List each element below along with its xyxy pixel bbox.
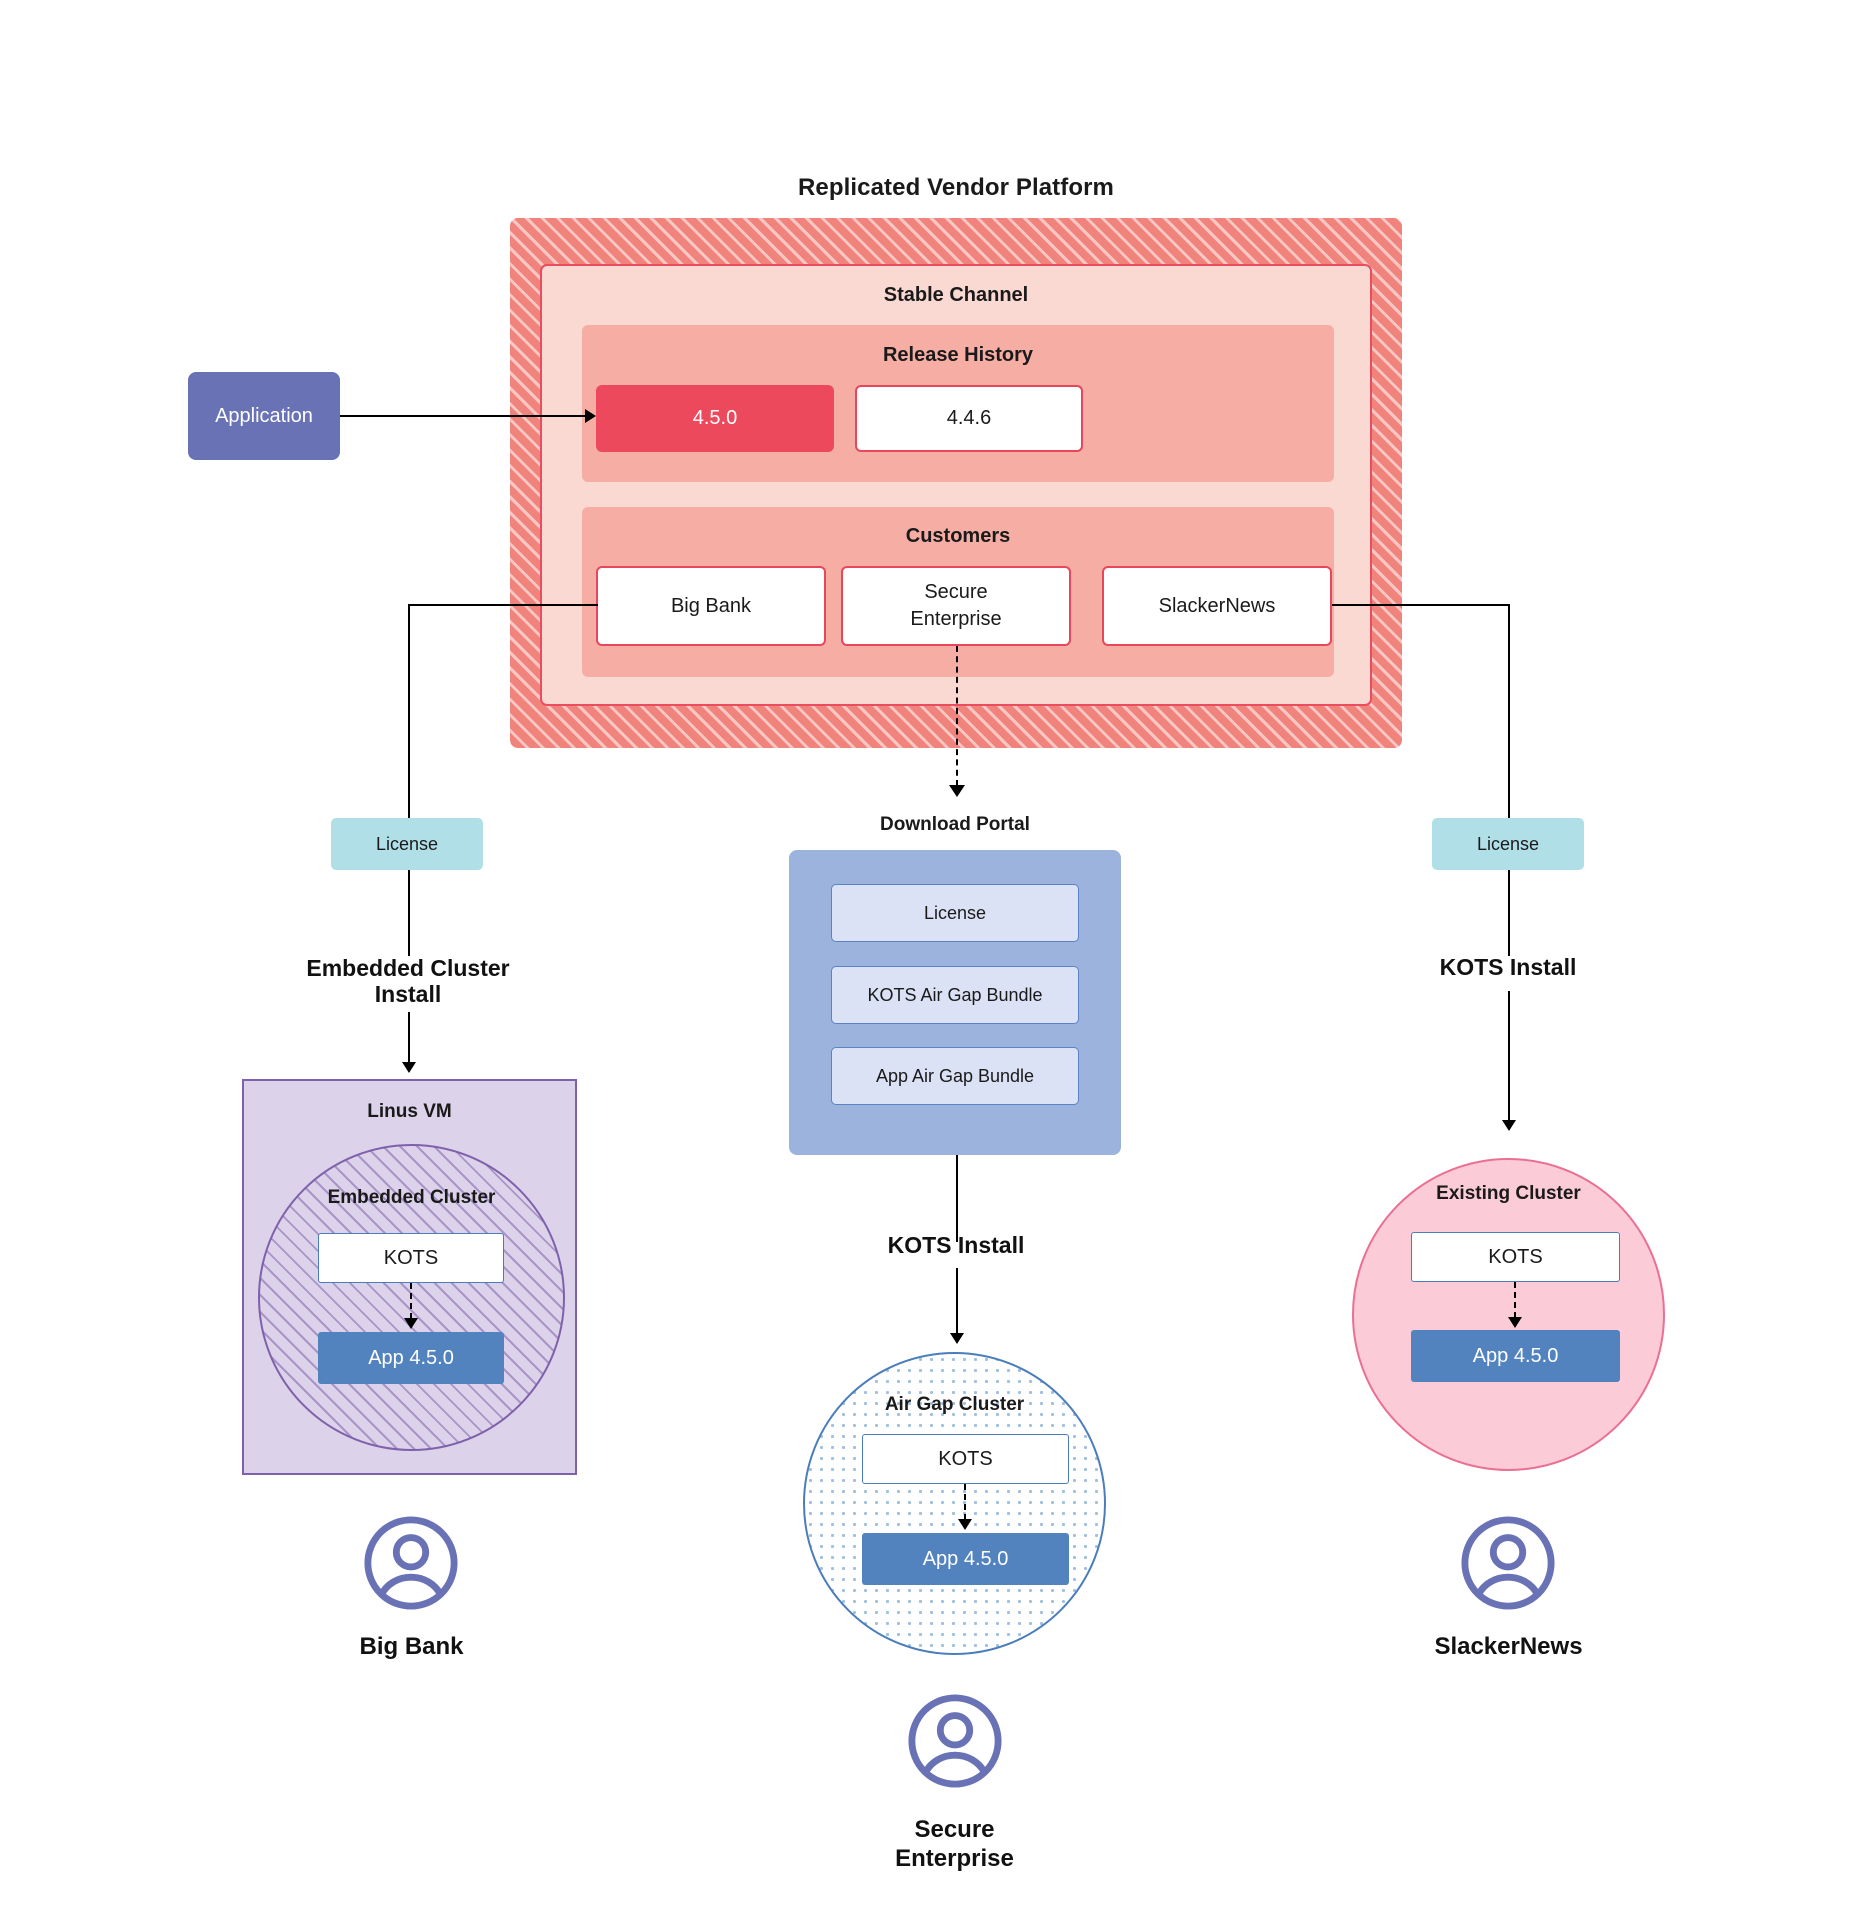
connector-kots-to-app-left bbox=[410, 1283, 412, 1319]
edge-label-kots-install-right: KOTS Install bbox=[1439, 953, 1577, 980]
kots-box-left[interactable]: KOTS bbox=[318, 1233, 504, 1283]
kots-box-right[interactable]: KOTS bbox=[1411, 1232, 1620, 1282]
connector-to-existing-cluster bbox=[1508, 991, 1510, 1122]
existing-cluster-circle bbox=[1352, 1158, 1665, 1471]
connector-portal-down bbox=[956, 1155, 958, 1242]
edge-label-line1: Embedded Cluster bbox=[306, 954, 510, 981]
app-box-center[interactable]: App 4.5.0 bbox=[862, 1533, 1069, 1585]
edge-label-kots-install-center: KOTS Install bbox=[887, 1231, 1025, 1258]
release-version-previous[interactable]: 4.4.6 bbox=[855, 385, 1083, 452]
kots-box-center[interactable]: KOTS bbox=[862, 1434, 1069, 1484]
customer-slackernews[interactable]: SlackerNews bbox=[1102, 566, 1332, 646]
connector-license-left-down bbox=[408, 870, 410, 956]
license-chip-left[interactable]: License bbox=[331, 818, 483, 870]
stable-channel-label: Stable Channel bbox=[883, 283, 1029, 306]
license-chip-right[interactable]: License bbox=[1432, 818, 1584, 870]
embedded-cluster-label: Embedded Cluster bbox=[327, 1187, 496, 1208]
arrow-down-icon bbox=[1508, 1317, 1522, 1328]
application-box[interactable]: Application bbox=[188, 372, 340, 460]
persona-line1: Secure bbox=[914, 1816, 995, 1844]
download-item-kots-air-gap-bundle[interactable]: KOTS Air Gap Bundle bbox=[831, 966, 1079, 1024]
customers-label: Customers bbox=[905, 524, 1011, 547]
app-box-left[interactable]: App 4.5.0 bbox=[318, 1332, 504, 1384]
page-title: Replicated Vendor Platform bbox=[797, 174, 1114, 201]
edge-label-line2: Install bbox=[374, 981, 442, 1007]
download-item-license[interactable]: License bbox=[831, 884, 1079, 942]
connector-bigbank-horizontal bbox=[408, 604, 598, 606]
embedded-cluster-circle bbox=[258, 1144, 565, 1451]
persona-line2: Enterprise bbox=[895, 1845, 1014, 1872]
arrow-down-icon bbox=[404, 1318, 418, 1329]
download-item-app-air-gap-bundle[interactable]: App Air Gap Bundle bbox=[831, 1047, 1079, 1105]
person-icon bbox=[1459, 1514, 1557, 1612]
chevron-down-icon bbox=[949, 785, 965, 797]
persona-label-slackernews: SlackerNews bbox=[1434, 1632, 1583, 1660]
customer-secure-line1: Secure bbox=[924, 581, 988, 603]
connector-application-to-release bbox=[340, 415, 585, 417]
customer-secure-line2: Enterprise bbox=[910, 608, 1002, 630]
arrow-right-icon bbox=[585, 409, 596, 423]
connector-bigbank-vertical bbox=[408, 604, 410, 818]
connector-secure-to-portal bbox=[956, 646, 958, 786]
arrow-down-icon bbox=[402, 1062, 416, 1073]
existing-cluster-label: Existing Cluster bbox=[1436, 1183, 1581, 1204]
connector-kots-to-app-right bbox=[1514, 1282, 1516, 1318]
app-box-right[interactable]: App 4.5.0 bbox=[1411, 1330, 1620, 1382]
connector-slackernews-horizontal bbox=[1332, 604, 1510, 606]
person-icon bbox=[362, 1514, 460, 1612]
customer-big-bank[interactable]: Big Bank bbox=[596, 566, 826, 646]
arrow-down-icon bbox=[1502, 1120, 1516, 1131]
persona-label-secure-enterprise: Secure Enterprise bbox=[803, 1812, 1106, 1878]
edge-label-embedded-cluster-install: Embedded Cluster Install bbox=[253, 950, 563, 1012]
persona-label-big-bank: Big Bank bbox=[359, 1632, 464, 1660]
connector-slackernews-vertical bbox=[1508, 604, 1510, 818]
connector-license-right-down bbox=[1508, 870, 1510, 956]
customer-secure-enterprise[interactable]: Secure Enterprise bbox=[841, 566, 1071, 646]
person-icon bbox=[906, 1692, 1004, 1790]
download-portal-title: Download Portal bbox=[880, 814, 1030, 835]
arrow-down-icon bbox=[958, 1519, 972, 1530]
air-gap-cluster-circle bbox=[803, 1352, 1106, 1655]
linus-vm-label: Linus VM bbox=[367, 1101, 452, 1122]
air-gap-cluster-label: Air Gap Cluster bbox=[884, 1394, 1025, 1415]
release-version-current[interactable]: 4.5.0 bbox=[596, 385, 834, 452]
arrow-down-icon bbox=[950, 1333, 964, 1344]
release-history-label: Release History bbox=[882, 343, 1034, 366]
connector-kots-to-app-center bbox=[964, 1484, 966, 1520]
connector-to-linus-vm bbox=[408, 1012, 410, 1064]
connector-to-airgap bbox=[956, 1268, 958, 1335]
